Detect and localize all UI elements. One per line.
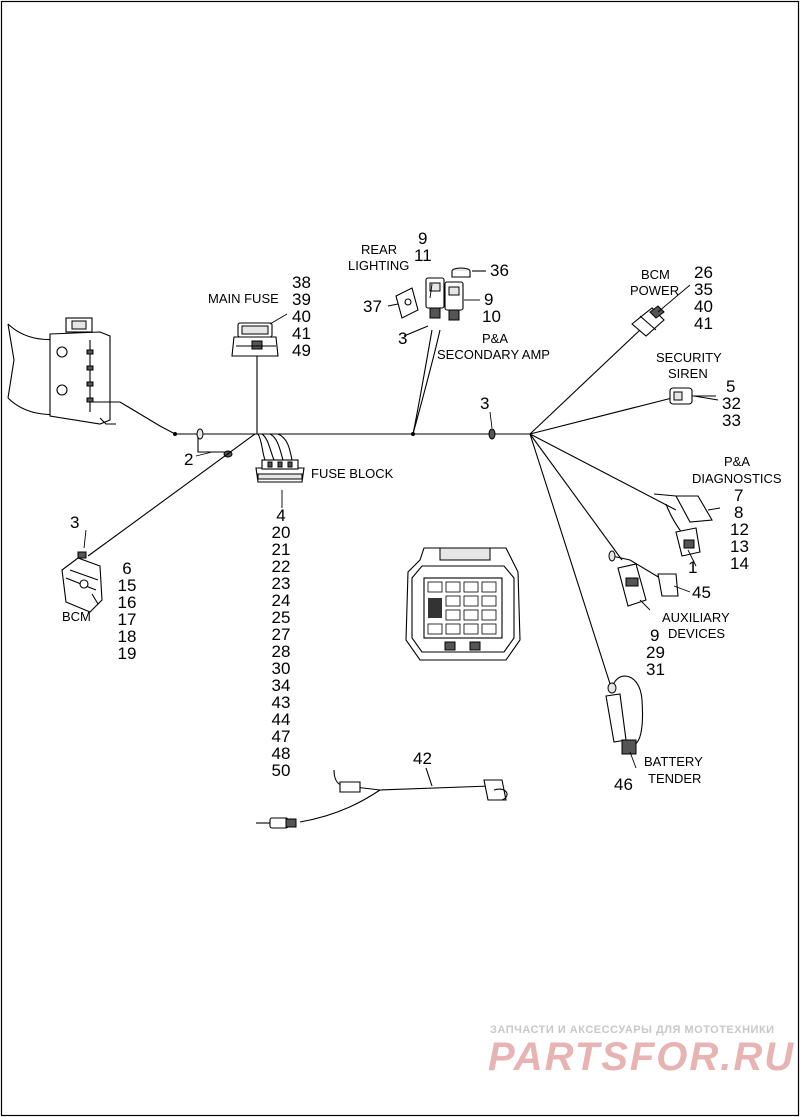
callout: 15 xyxy=(118,576,137,595)
watermark-brand: PARTSFOR.RU xyxy=(488,1035,795,1079)
label-security-siren-1: SECURITY xyxy=(656,350,722,365)
label-rear-lighting-1: REAR xyxy=(361,242,397,257)
callout: 41 xyxy=(694,314,713,333)
label-pa-amp-1: P&A xyxy=(482,331,508,346)
callout: 30 xyxy=(272,659,291,678)
callout: 46 xyxy=(614,775,633,794)
callout: 21 xyxy=(272,540,291,559)
callout: 33 xyxy=(722,411,741,430)
callout: 9 xyxy=(418,229,427,248)
component-labels: MAIN FUSE FUSE BLOCK BCM REAR LIGHTING P… xyxy=(62,242,782,786)
callout: 8 xyxy=(734,503,743,522)
leader-lines xyxy=(83,283,721,769)
callout: 24 xyxy=(272,591,291,610)
callout: 35 xyxy=(694,280,713,299)
callout: 6 xyxy=(122,559,131,578)
callout-numbers: 38 39 40 41 49 4 20 21 22 23 24 25 27 28… xyxy=(70,229,749,794)
callout: 5 xyxy=(726,377,735,396)
fuse-block-detail xyxy=(405,547,521,661)
callout: 28 xyxy=(272,642,291,661)
callout: 45 xyxy=(692,583,711,602)
callout: 47 xyxy=(272,727,291,746)
callout: 49 xyxy=(292,341,311,360)
label-auxiliary-2: DEVICES xyxy=(668,626,725,641)
callout: 16 xyxy=(118,593,137,612)
callout: 10 xyxy=(482,307,501,326)
callout: 3 xyxy=(480,394,489,413)
callout: 4 xyxy=(276,506,285,525)
label-pa-diagnostics-1: P&A xyxy=(724,454,750,469)
label-bcm-power-1: BCM xyxy=(641,267,670,282)
callout: 32 xyxy=(722,394,741,413)
callout: 12 xyxy=(730,520,749,539)
callout: 40 xyxy=(694,297,713,316)
callout: 19 xyxy=(118,644,137,663)
label-rear-lighting-2: LIGHTING xyxy=(348,258,409,273)
label-bcm-power-2: POWER xyxy=(630,283,679,298)
label-pa-amp-2: SECONDARY AMP xyxy=(437,347,550,362)
fuse-block-connector xyxy=(255,459,305,483)
label-pa-diagnostics-2: DIAGNOSTICS xyxy=(692,471,782,486)
label-battery-tender-1: BATTERY xyxy=(644,754,703,769)
callout: 44 xyxy=(272,710,291,729)
callout: 2 xyxy=(184,450,193,469)
callout: 41 xyxy=(292,324,311,343)
callout: 13 xyxy=(730,537,749,556)
callout: 14 xyxy=(730,554,749,573)
label-main-fuse: MAIN FUSE xyxy=(208,291,279,306)
callout: 3 xyxy=(70,513,79,532)
callout: 39 xyxy=(292,290,311,309)
callout: 18 xyxy=(118,627,137,646)
callout: 26 xyxy=(694,263,713,282)
callout: 17 xyxy=(118,610,137,629)
callout: 9 xyxy=(484,290,493,309)
bcm-module xyxy=(61,551,103,613)
callout: 9 xyxy=(650,626,659,645)
main-fuse-connector xyxy=(231,322,279,357)
main-harness xyxy=(87,329,530,557)
callout: 37 xyxy=(363,297,382,316)
callout: 29 xyxy=(646,643,665,662)
callout: 11 xyxy=(414,246,432,265)
callout: 1 xyxy=(688,558,697,577)
callout: 31 xyxy=(646,660,665,679)
callout: 36 xyxy=(490,261,509,280)
callout: 25 xyxy=(272,608,291,627)
callout: 20 xyxy=(272,523,291,542)
label-bcm: BCM xyxy=(62,609,91,624)
battery-tender-extension xyxy=(256,767,508,829)
callout: 40 xyxy=(292,307,311,326)
callout: 42 xyxy=(413,749,432,768)
rear-lighting-connectors xyxy=(395,267,486,337)
callout: 43 xyxy=(272,693,291,712)
callout: 50 xyxy=(272,761,291,780)
callout: 48 xyxy=(272,744,291,763)
callout: 34 xyxy=(272,676,291,695)
callout: 22 xyxy=(272,557,291,576)
callout: 3 xyxy=(398,329,407,348)
right-branches xyxy=(529,305,716,755)
watermark-tagline: ЗАПЧАСТИ И АКСЕССУАРЫ ДЛЯ МОТОТЕХНИКИ xyxy=(490,1024,775,1036)
label-auxiliary-1: AUXILIARY xyxy=(662,610,730,625)
label-battery-tender-2: TENDER xyxy=(648,771,701,786)
callout: 7 xyxy=(734,486,743,505)
label-fuse-block: FUSE BLOCK xyxy=(311,466,394,481)
callout: 38 xyxy=(292,273,311,292)
label-security-siren-2: SIREN xyxy=(668,366,708,381)
callout: 27 xyxy=(272,625,291,644)
callout: 23 xyxy=(272,574,291,593)
frame-bracket xyxy=(7,317,116,425)
watermark: ЗАПЧАСТИ И АКСЕССУАРЫ ДЛЯ МОТОТЕХНИКИ PA… xyxy=(488,1024,795,1079)
